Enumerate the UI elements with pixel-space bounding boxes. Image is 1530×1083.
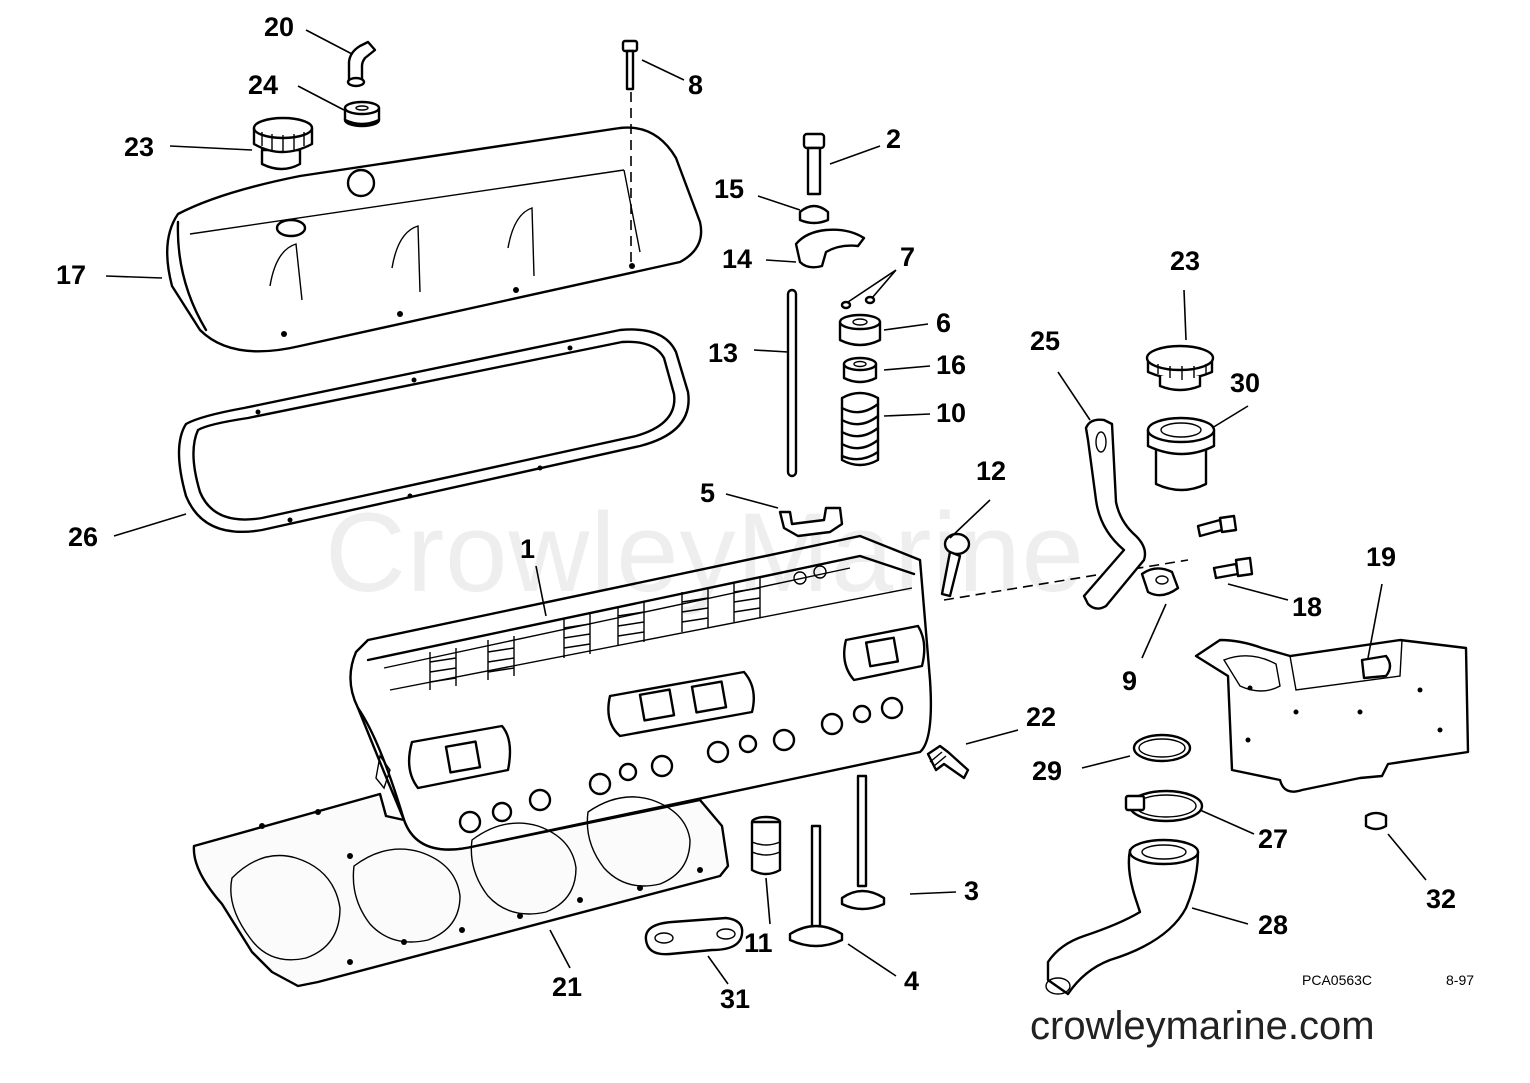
stud-12 bbox=[940, 532, 971, 598]
callout-28: 28 bbox=[1258, 910, 1289, 940]
callout-24: 24 bbox=[248, 70, 279, 100]
breather-elbow-20 bbox=[346, 40, 377, 88]
callout-9: 9 bbox=[1122, 666, 1138, 696]
callout-19: 19 bbox=[1366, 542, 1397, 572]
bolt-18-upper bbox=[1196, 514, 1238, 538]
callout-23-right: 23 bbox=[1170, 246, 1201, 276]
hydraulic-lifter-11 bbox=[750, 815, 782, 876]
callout-27: 27 bbox=[1258, 824, 1289, 854]
intake-valve-4 bbox=[788, 824, 844, 948]
bracket-25 bbox=[1082, 418, 1147, 610]
callout-20: 20 bbox=[264, 12, 295, 42]
callout-7: 7 bbox=[900, 242, 916, 272]
drawing-reference-code: PCA0563C bbox=[1302, 972, 1373, 988]
hose-clamp-27 bbox=[1124, 789, 1204, 823]
bolt-18-lower bbox=[1212, 556, 1254, 580]
callout-23-left: 23 bbox=[124, 132, 155, 162]
oil-filler-cap-23-right bbox=[1145, 344, 1215, 392]
callout-18: 18 bbox=[1292, 592, 1323, 622]
valve-cover-17 bbox=[166, 126, 703, 353]
valve-cover-gasket-26 bbox=[177, 328, 690, 534]
callout-25: 25 bbox=[1030, 326, 1061, 356]
spring-retainer-6 bbox=[838, 313, 882, 347]
exhaust-valve-3 bbox=[840, 774, 886, 911]
callout-11: 11 bbox=[744, 928, 773, 958]
valve-spring-10 bbox=[840, 391, 880, 467]
head-gasket-21 bbox=[192, 792, 730, 988]
mounting-plate-19 bbox=[1194, 638, 1470, 793]
callout-32: 32 bbox=[1426, 884, 1457, 914]
drawing-reference-date: 8-97 bbox=[1446, 972, 1475, 988]
callout-22: 22 bbox=[1026, 702, 1057, 732]
lifter-guide-31 bbox=[644, 916, 744, 956]
o-ring-29 bbox=[1132, 733, 1192, 763]
callout-30: 30 bbox=[1230, 368, 1261, 398]
callout-16: 16 bbox=[936, 350, 967, 380]
assembly-line-12 bbox=[943, 559, 1189, 601]
callout-14: 14 bbox=[722, 244, 753, 274]
valve-keepers-7 bbox=[840, 295, 876, 310]
callout-4: 4 bbox=[904, 966, 920, 996]
callout-1: 1 bbox=[520, 534, 536, 564]
callout-26: 26 bbox=[68, 522, 99, 552]
grommet-24 bbox=[343, 100, 381, 128]
pivot-ball-15 bbox=[798, 204, 830, 225]
nut-32 bbox=[1364, 811, 1388, 831]
bolt-8 bbox=[621, 39, 639, 91]
callout-2: 2 bbox=[886, 124, 902, 154]
callout-15: 15 bbox=[714, 174, 745, 204]
callout-21: 21 bbox=[552, 972, 583, 1002]
callout-10: 10 bbox=[936, 398, 967, 428]
site-url: crowleymarine.com bbox=[1030, 1004, 1375, 1048]
filler-hose-28 bbox=[1045, 838, 1200, 996]
cylinder-head-1 bbox=[349, 534, 933, 851]
push-rod-13 bbox=[786, 288, 798, 478]
head-valve-springs bbox=[429, 578, 761, 690]
callout-8: 8 bbox=[688, 70, 704, 100]
callout-13: 13 bbox=[708, 338, 739, 368]
valve-shield-16 bbox=[842, 356, 878, 384]
callout-12: 12 bbox=[976, 456, 1007, 486]
callout-leader-lines bbox=[105, 29, 1427, 985]
rocker-bolt-2 bbox=[802, 132, 826, 196]
callout-17: 17 bbox=[56, 260, 87, 290]
callout-6: 6 bbox=[936, 308, 952, 338]
callout-5: 5 bbox=[700, 478, 716, 508]
callout-29: 29 bbox=[1032, 756, 1063, 786]
clamp-9 bbox=[1140, 567, 1180, 597]
rocker-arm-14 bbox=[794, 228, 866, 269]
oil-filler-cap-23-left bbox=[252, 116, 314, 171]
filler-tube-30 bbox=[1146, 416, 1216, 492]
pushrod-guide-5 bbox=[778, 506, 844, 538]
callout-31: 31 bbox=[720, 984, 751, 1014]
callout-3: 3 bbox=[964, 876, 980, 906]
temp-sender-22 bbox=[926, 744, 970, 780]
